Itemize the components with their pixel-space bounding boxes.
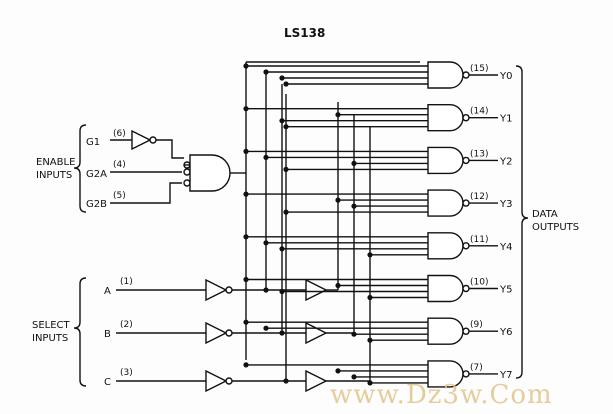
- a-inverter-1: [205, 278, 228, 302]
- nand-gate-y0: [427, 61, 464, 89]
- select-group-label-2: INPUTS: [32, 333, 68, 344]
- enable-group-label-2: INPUTS: [36, 170, 72, 181]
- output-gates: (15) Y0 (14) Y1 (13) Y2 (12) Y3 (11) Y4 (10) Y5 (9) Y…: [427, 61, 512, 388]
- output-y0-pin: (15): [470, 64, 488, 74]
- output-y3-pin: (12): [470, 192, 488, 202]
- input-c-pin: (3): [120, 368, 133, 378]
- output-y2-label: Y2: [499, 156, 512, 167]
- c-buffer: [305, 369, 328, 393]
- input-a-label: A: [104, 286, 111, 297]
- input-g2b-pin: (5): [113, 191, 126, 201]
- nand-gate-y2: [427, 146, 464, 175]
- input-g2a-pin: (4): [113, 160, 126, 170]
- output-y5-pin: (10): [470, 278, 488, 288]
- input-g1-label: G1: [86, 137, 100, 148]
- input-b-pin: (2): [120, 320, 133, 330]
- outputs-group-label: DATA: [532, 209, 558, 220]
- input-b-label: B: [104, 329, 111, 340]
- select-brace: [73, 277, 87, 387]
- nand-gate-y4: [427, 232, 464, 260]
- output-y3-label: Y3: [499, 199, 512, 210]
- input-g1-pin: (6): [113, 129, 126, 139]
- diagram-title: LS138: [284, 26, 325, 40]
- watermark: www.Dz3w.Com: [330, 380, 553, 410]
- input-g2a-label: G2A: [86, 169, 107, 180]
- nand-gate-y5: [427, 274, 464, 303]
- output-y5-label: Y5: [499, 285, 512, 296]
- input-g2b-label: G2B: [86, 199, 107, 210]
- g1-inverter: [131, 129, 152, 151]
- outputs-group-label-2: OUTPUTS: [532, 222, 579, 233]
- enable-and-gate: [189, 154, 231, 192]
- outputs-brace: [515, 65, 529, 379]
- c-inverter-1: [205, 369, 228, 393]
- select-bus: [243, 61, 428, 386]
- output-y4-label: Y4: [499, 242, 512, 253]
- output-y4-pin: (11): [470, 235, 488, 245]
- enable-group-label: ENABLE: [36, 157, 75, 168]
- a-buffer: [305, 278, 328, 302]
- enable-brace: [73, 124, 87, 213]
- output-y6-pin: (9): [470, 320, 483, 330]
- b-buffer: [305, 321, 328, 345]
- nand-gate-y3: [427, 189, 464, 217]
- output-y1-pin: (14): [470, 107, 488, 117]
- select-group-label: SELECT: [32, 320, 71, 331]
- output-y7-label: Y7: [499, 370, 512, 381]
- input-c-label: C: [104, 377, 111, 388]
- output-y1-label: Y1: [499, 114, 512, 125]
- input-a-pin: (1): [120, 277, 133, 287]
- output-y2-pin: (13): [470, 149, 488, 159]
- output-y7-pin: (7): [470, 363, 483, 373]
- output-y0-label: Y0: [499, 71, 512, 82]
- output-y6-label: Y6: [499, 327, 512, 338]
- b-inverter-1: [205, 321, 228, 345]
- nand-gate-y1: [427, 104, 464, 132]
- nand-gate-y6: [427, 317, 464, 345]
